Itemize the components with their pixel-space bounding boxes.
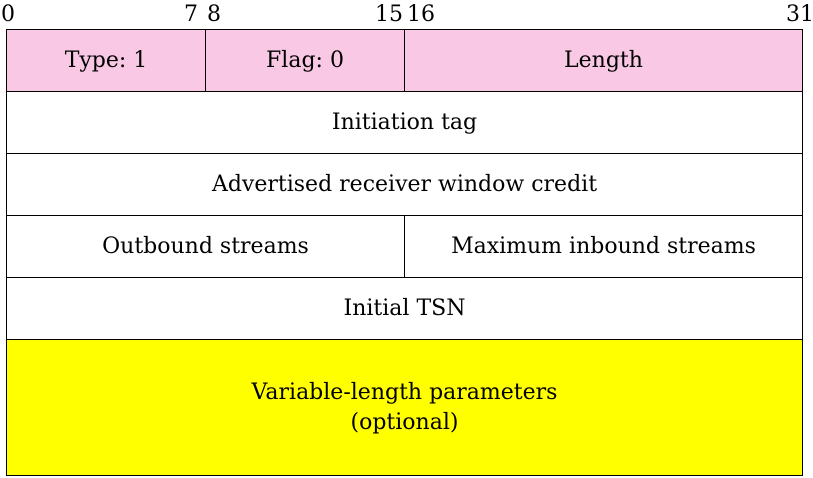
advertised-receiver-window-credit-field: Advertised receiver window credit (6, 153, 803, 216)
bit-label-7: 7 (184, 2, 198, 27)
length-field: Length (404, 29, 803, 92)
initiation-tag-field: Initiation tag (6, 91, 803, 154)
bit-label-0: 0 (1, 2, 15, 27)
bit-label-31: 31 (786, 2, 813, 27)
variable-length-parameters-text: Variable-length parameters (optional) (252, 378, 558, 438)
bit-label-15: 15 (375, 2, 403, 27)
flag-field: Flag: 0 (205, 29, 405, 92)
initial-tsn-field: Initial TSN (6, 277, 803, 340)
optional-label: (optional) (350, 409, 459, 435)
maximum-inbound-streams-field: Maximum inbound streams (404, 215, 803, 278)
bit-label-8: 8 (207, 2, 221, 27)
variable-length-parameters-field: Variable-length parameters (optional) (6, 339, 803, 476)
outbound-streams-field: Outbound streams (6, 215, 405, 278)
variable-length-parameters-label: Variable-length parameters (251, 379, 558, 405)
bit-label-16: 16 (407, 2, 435, 27)
type-field: Type: 1 (6, 29, 206, 92)
